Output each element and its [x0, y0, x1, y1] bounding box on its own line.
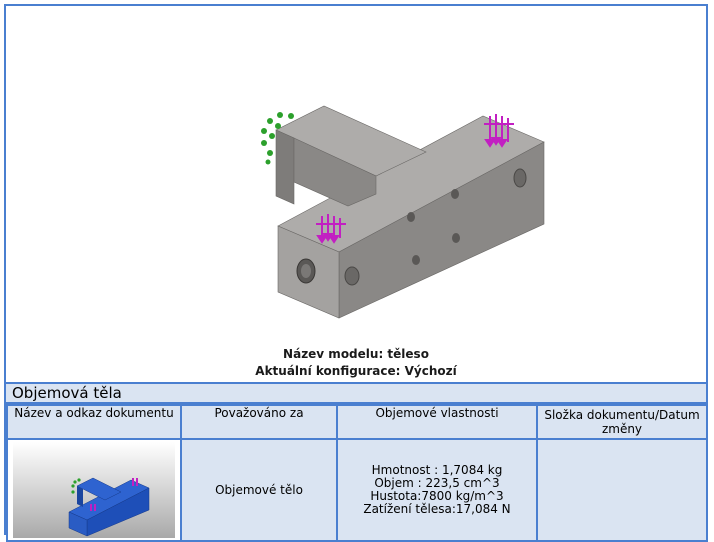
weight-value: Zatížení tělesa:17,084 N — [363, 502, 511, 516]
fixture-icon — [71, 478, 81, 494]
fixture-icon — [261, 112, 294, 165]
density-value: Hustota:7800 kg/m^3 — [370, 489, 504, 503]
mesh-thumbnail[interactable] — [13, 442, 175, 538]
table-row: Objemové tělo Hmotnost : 1,7084 kg Objem… — [6, 438, 708, 542]
considered-as-cell: Objemové tělo — [180, 438, 338, 542]
model-name-caption: Název modelu: těleso — [283, 347, 429, 361]
load-arrow-icon — [316, 214, 346, 244]
header-folder-date: Složka dokumentu/Datum změny — [536, 404, 708, 440]
part-3d-render — [261, 105, 545, 319]
document-thumbnail-cell — [6, 438, 182, 542]
mass-value: Hmotnost : 1,7084 kg — [371, 463, 503, 477]
volume-value: Objem : 223,5 cm^3 — [374, 476, 500, 490]
header-document-name: Název a odkaz dokumentu — [6, 404, 182, 440]
volumetric-properties-cell: Hmotnost : 1,7084 kg Objem : 223,5 cm^3 … — [336, 438, 538, 542]
report-frame: Název modelu: těleso Aktuální konfigurac… — [4, 4, 708, 542]
model-view: Název modelu: těleso Aktuální konfigurac… — [8, 6, 704, 384]
table-header-row: Název a odkaz dokumentu Považováno za Ob… — [6, 404, 708, 440]
header-considered-as: Považováno za — [180, 404, 338, 440]
load-arrow-icon — [90, 478, 138, 511]
section-title: Objemová těla — [6, 382, 706, 404]
load-arrow-icon — [484, 114, 514, 148]
solid-bodies-table: Název a odkaz dokumentu Považováno za Ob… — [6, 404, 708, 542]
model-config-caption: Aktuální konfigurace: Výchozí — [255, 364, 457, 378]
folder-date-cell — [536, 438, 708, 542]
header-volumetric-properties: Objemové vlastnosti — [336, 404, 538, 440]
